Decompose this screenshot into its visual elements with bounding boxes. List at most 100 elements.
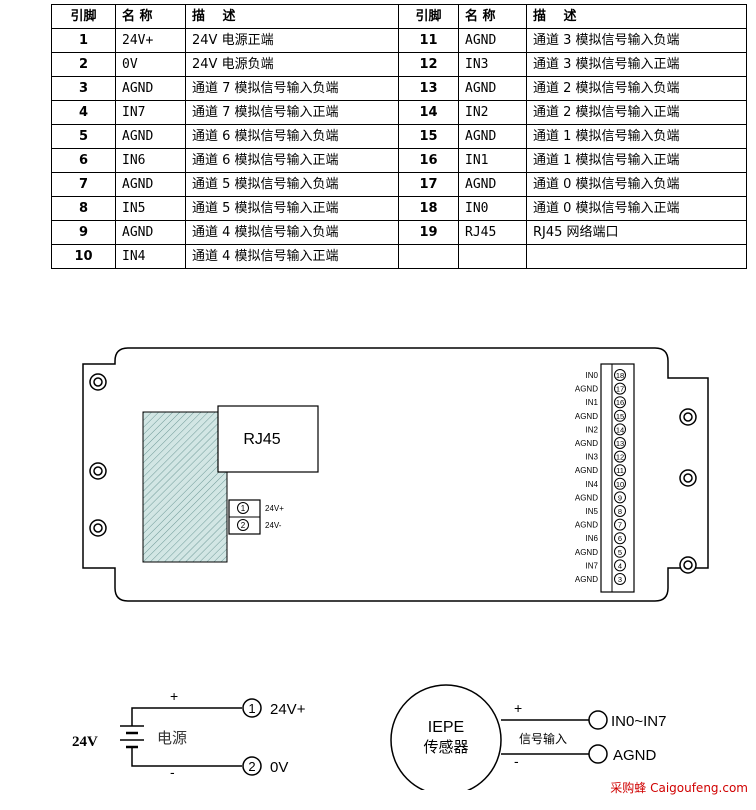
power-wiring: 24V 电源 + - 1 24V+ 2 0V xyxy=(72,688,306,780)
pin-name-cell xyxy=(458,244,527,269)
terminal-pin-circle xyxy=(614,559,626,572)
pin-number-cell: 7 xyxy=(51,172,116,197)
pin-name-cell: AGND xyxy=(458,28,527,53)
terminal-pin-label: AGND xyxy=(575,521,598,530)
rj45-label: RJ45 xyxy=(243,431,280,448)
wiring-diagrams: 24V 电源 + - 1 24V+ 2 0V IEPE 传感器 + 信号输入 -… xyxy=(72,684,666,790)
pin-description-cell: 通道 7 模拟信号输入负端 xyxy=(185,76,399,101)
pin-name-cell: AGND xyxy=(458,124,527,149)
power-source-label: 电源 xyxy=(157,730,187,747)
pin-name-cell: 24V+ xyxy=(115,28,186,53)
pin-number-cell: 15 xyxy=(398,124,459,149)
terminal-pin-number: 3 xyxy=(618,575,622,584)
pin-number-cell: 16 xyxy=(398,148,459,173)
power-pin-label: 24V- xyxy=(265,521,282,530)
terminal-pin-label: AGND xyxy=(575,575,598,584)
pin-description-cell: 通道 5 模拟信号输入正端 xyxy=(185,196,399,221)
pin-description-cell: 通道 2 模拟信号输入正端 xyxy=(526,100,747,125)
pin-number-cell: 2 xyxy=(51,52,116,77)
sensor-minus: - xyxy=(514,753,519,769)
terminal-pin-label: AGND xyxy=(575,493,598,502)
pin-name-cell: IN4 xyxy=(115,244,186,269)
terminal-pin-number: 7 xyxy=(618,521,622,530)
pin-number-cell xyxy=(398,244,459,269)
table-header-row: 引脚 名 称 描 述 引脚 名 称 描 述 xyxy=(51,4,747,29)
terminal-pin-circle xyxy=(614,545,626,558)
pin2-label: 0V xyxy=(270,759,288,776)
pin-name-cell: IN1 xyxy=(458,148,527,173)
terminal-pin-circle xyxy=(614,491,626,504)
pin1-label: 24V+ xyxy=(270,701,306,718)
pin-description-cell: 通道 0 模拟信号输入负端 xyxy=(526,172,747,197)
terminal-pin-label: AGND xyxy=(575,466,598,475)
power-plus: + xyxy=(170,688,178,704)
rj45-port xyxy=(217,405,319,473)
terminal-pin-number: 8 xyxy=(618,507,622,516)
header-pin: 引脚 xyxy=(51,4,116,29)
pin-number-cell: 14 xyxy=(398,100,459,125)
pin1-num: 1 xyxy=(248,701,255,716)
header-name: 名 称 xyxy=(115,4,186,29)
terminal-pin-number: 9 xyxy=(618,493,622,502)
terminal-pin-circle xyxy=(614,532,626,545)
pin-description-cell: 通道 0 模拟信号输入正端 xyxy=(526,196,747,221)
terminal-pin-label: IN1 xyxy=(586,398,599,407)
terminal-pin-circle xyxy=(614,396,626,409)
pin-name-cell: AGND xyxy=(115,76,186,101)
pin-description-cell: RJ45 网络端口 xyxy=(526,220,747,245)
terminal-pin-number: 13 xyxy=(616,439,624,448)
terminal-pin-number: 6 xyxy=(618,534,622,543)
pin-number-cell: 19 xyxy=(398,220,459,245)
pin-number-cell: 3 xyxy=(51,76,116,101)
pin-number-cell: 5 xyxy=(51,124,116,149)
pin-name-cell: IN5 xyxy=(115,196,186,221)
header-name: 名 称 xyxy=(458,4,527,29)
terminal-pin-circle xyxy=(614,409,626,422)
power-minus: - xyxy=(170,764,175,780)
terminal-pin-number: 18 xyxy=(616,371,624,380)
pin-number-cell: 9 xyxy=(51,220,116,245)
pin-name-cell: AGND xyxy=(458,172,527,197)
terminal-pin-circle xyxy=(614,437,626,449)
terminal-pin-label: IN5 xyxy=(586,507,599,516)
sensor-plus: + xyxy=(514,700,522,716)
power-pin-number: 2 xyxy=(241,521,246,530)
pin-number-cell: 6 xyxy=(51,148,116,173)
pin-number-cell: 17 xyxy=(398,172,459,197)
terminal-pin-number: 15 xyxy=(616,412,624,421)
terminal-pin-number: 12 xyxy=(616,453,624,462)
header-desc: 描 述 xyxy=(185,4,399,29)
pin1-circle xyxy=(242,698,262,718)
pin-description-cell: 通道 6 模拟信号输入负端 xyxy=(185,124,399,149)
header-pin: 引脚 xyxy=(398,4,459,29)
terminal-pin-number: 16 xyxy=(616,398,624,407)
terminal-pin-label: IN7 xyxy=(586,561,599,570)
pin-description-cell: 通道 5 模拟信号输入负端 xyxy=(185,172,399,197)
pin-description-cell: 24V 电源正端 xyxy=(185,28,399,53)
terminal-pin-label: IN0 xyxy=(586,371,599,380)
terminal-pin-number: 17 xyxy=(616,385,624,394)
pin-description-cell: 通道 7 模拟信号输入正端 xyxy=(185,100,399,125)
pin-number-cell: 12 xyxy=(398,52,459,77)
agnd-terminal-circle xyxy=(588,744,608,764)
pin-number-cell: 1 xyxy=(51,28,116,53)
sensor-wiring: IEPE 传感器 + 信号输入 - IN0~IN7 AGND xyxy=(390,684,666,790)
terminal-pin-circle xyxy=(614,518,626,531)
watermark: 采购蜂 Caigoufeng.com xyxy=(610,781,748,795)
terminal-pin-label: IN3 xyxy=(586,453,599,462)
iepe-sensor xyxy=(390,684,502,790)
terminal-pin-label: IN2 xyxy=(586,425,599,434)
pin-name-cell: IN0 xyxy=(458,196,527,221)
voltage-label: 24V xyxy=(72,734,98,750)
terminal-pin-label: AGND xyxy=(575,548,598,557)
power-pin-circle xyxy=(237,502,249,514)
